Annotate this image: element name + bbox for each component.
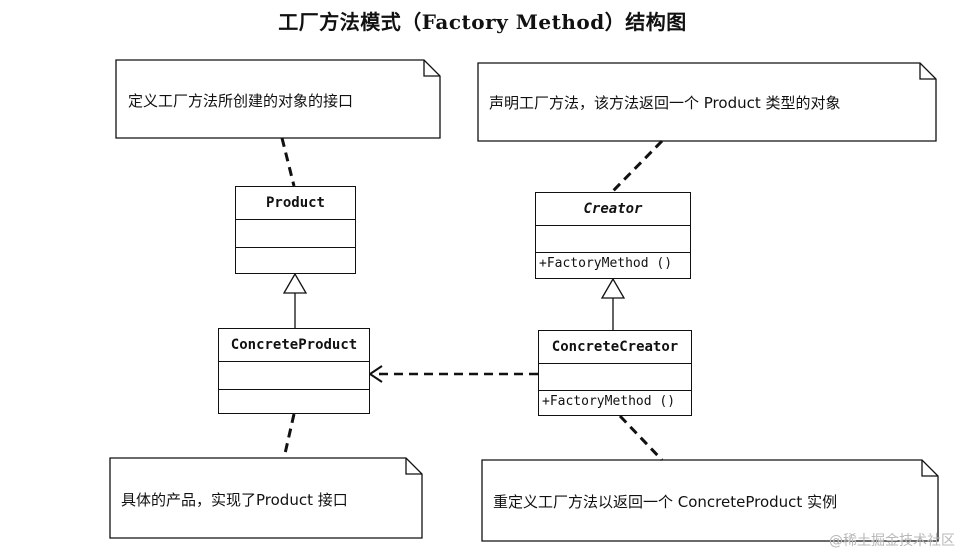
note-box-concrete-product <box>109 457 423 539</box>
class-creator-name: Creator <box>536 193 690 226</box>
note-creator-text: 声明工厂方法，该方法返回一个 Product 类型的对象 <box>489 94 841 112</box>
class-creator-attributes <box>536 226 690 253</box>
class-product-attributes <box>236 220 355 248</box>
note-concrete-product-text: 具体的产品，实现了Product 接口 <box>121 491 348 509</box>
note-anchor-product <box>280 137 296 187</box>
class-creator: Creator +FactoryMethod () <box>535 192 691 279</box>
note-anchor-concrete-product <box>282 413 296 459</box>
dependency-arrowhead <box>368 365 383 383</box>
class-concrete-creator: ConcreteCreator +FactoryMethod () <box>538 330 692 416</box>
inheritance-arrow-creator <box>600 277 626 299</box>
class-concrete-creator-operation: +FactoryMethod () <box>542 394 676 409</box>
class-concrete-product-attributes <box>219 362 369 390</box>
note-concrete-creator-text: 重定义工厂方法以返回一个 ConcreteProduct 实例 <box>493 493 838 511</box>
class-concrete-product-operations <box>219 390 369 414</box>
inheritance-arrow-product <box>282 272 308 294</box>
diagram-title: 工厂方法模式（Factory Method）结构图 <box>278 10 687 34</box>
note-box-creator <box>477 62 937 142</box>
watermark: @稀土掘金技术社区 <box>829 533 955 549</box>
class-product: Product <box>235 186 356 274</box>
class-concrete-product: ConcreteProduct <box>218 328 370 414</box>
class-concrete-creator-attributes <box>539 364 691 391</box>
class-concrete-creator-name: ConcreteCreator <box>539 331 691 364</box>
note-anchor-creator <box>610 139 664 194</box>
class-product-operations <box>236 248 355 274</box>
note-box-concrete-creator <box>481 459 939 542</box>
note-box-product <box>115 59 441 139</box>
class-product-name: Product <box>236 187 355 220</box>
class-creator-operation: +FactoryMethod () <box>539 256 673 271</box>
note-product-text: 定义工厂方法所创建的对象的接口 <box>128 92 354 110</box>
class-concrete-product-name: ConcreteProduct <box>219 329 369 362</box>
note-anchor-concrete-creator <box>618 414 664 462</box>
